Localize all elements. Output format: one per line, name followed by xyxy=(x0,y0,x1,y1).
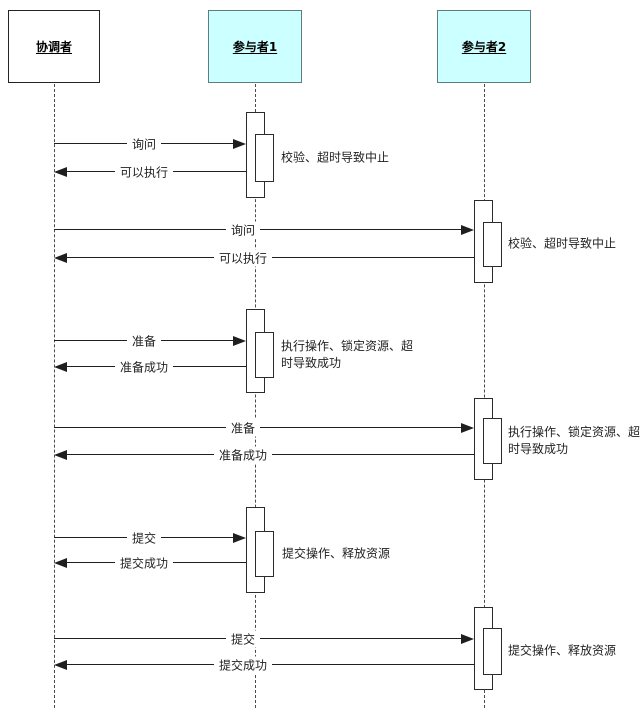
arrowhead-right-icon-s6 xyxy=(461,634,474,644)
arrowhead-right-icon-s4 xyxy=(461,423,474,433)
actor-box-participant1: 参与者1 xyxy=(208,10,302,83)
actor-label-coordinator: 协调者 xyxy=(35,40,72,54)
message-label-response-s3: 准备成功 xyxy=(114,358,174,376)
message-label-request-s2: 询问 xyxy=(225,221,261,239)
arrowhead-right-icon-s3 xyxy=(233,336,246,346)
message-label-request-s1: 询问 xyxy=(126,135,162,153)
arrowhead-left-icon-s5 xyxy=(54,558,67,568)
arrowhead-left-icon-s6 xyxy=(54,660,67,670)
activation-note-s6: 提交操作、释放资源 xyxy=(508,643,617,658)
lifeline-coordinator xyxy=(54,84,55,708)
message-label-response-s2: 可以执行 xyxy=(213,249,273,267)
message-label-response-s6: 提交成功 xyxy=(213,656,273,674)
activation-bar-inner-p2-s4 xyxy=(483,418,502,464)
activation-note-s4: 执行操作、锁定资源、超 时导致成功 xyxy=(508,425,640,456)
activation-note-s5: 提交操作、释放资源 xyxy=(282,546,391,561)
arrowhead-left-icon-s3 xyxy=(54,362,67,372)
arrowhead-right-icon-s1 xyxy=(233,139,246,149)
arrowhead-left-icon-s2 xyxy=(54,253,67,263)
arrowhead-right-icon-s5 xyxy=(233,533,246,543)
activation-bar-inner-p1-s5 xyxy=(255,531,274,577)
message-label-response-s1: 可以执行 xyxy=(114,163,174,181)
message-label-response-s4: 准备成功 xyxy=(213,446,273,464)
actor-box-participant2: 参与者2 xyxy=(437,10,531,83)
message-label-request-s4: 准备 xyxy=(225,419,261,437)
message-label-request-s3: 准备 xyxy=(126,332,162,350)
arrowhead-right-icon-s2 xyxy=(461,225,474,235)
activation-bar-inner-p1-s1 xyxy=(255,134,274,182)
arrowhead-left-icon-s1 xyxy=(54,167,67,177)
activation-bar-inner-p2-s6 xyxy=(483,628,502,675)
actor-box-coordinator: 协调者 xyxy=(8,10,100,83)
activation-note-s1: 校验、超时导致中止 xyxy=(281,150,390,165)
arrowhead-left-icon-s4 xyxy=(54,450,67,460)
activation-bar-inner-p1-s3 xyxy=(255,332,274,378)
activation-note-s3: 执行操作、锁定资源、超 时导致成功 xyxy=(281,339,414,370)
message-label-response-s5: 提交成功 xyxy=(114,554,174,572)
lifeline-participant1 xyxy=(255,84,256,708)
actor-label-participant2: 参与者2 xyxy=(461,40,507,54)
lifeline-participant2 xyxy=(484,84,485,708)
activation-bar-inner-p2-s2 xyxy=(483,222,502,267)
message-label-request-s5: 提交 xyxy=(126,529,162,547)
actor-label-participant1: 参与者1 xyxy=(232,40,278,54)
message-label-request-s6: 提交 xyxy=(225,630,261,648)
activation-note-s2: 校验、超时导致中止 xyxy=(508,236,617,251)
